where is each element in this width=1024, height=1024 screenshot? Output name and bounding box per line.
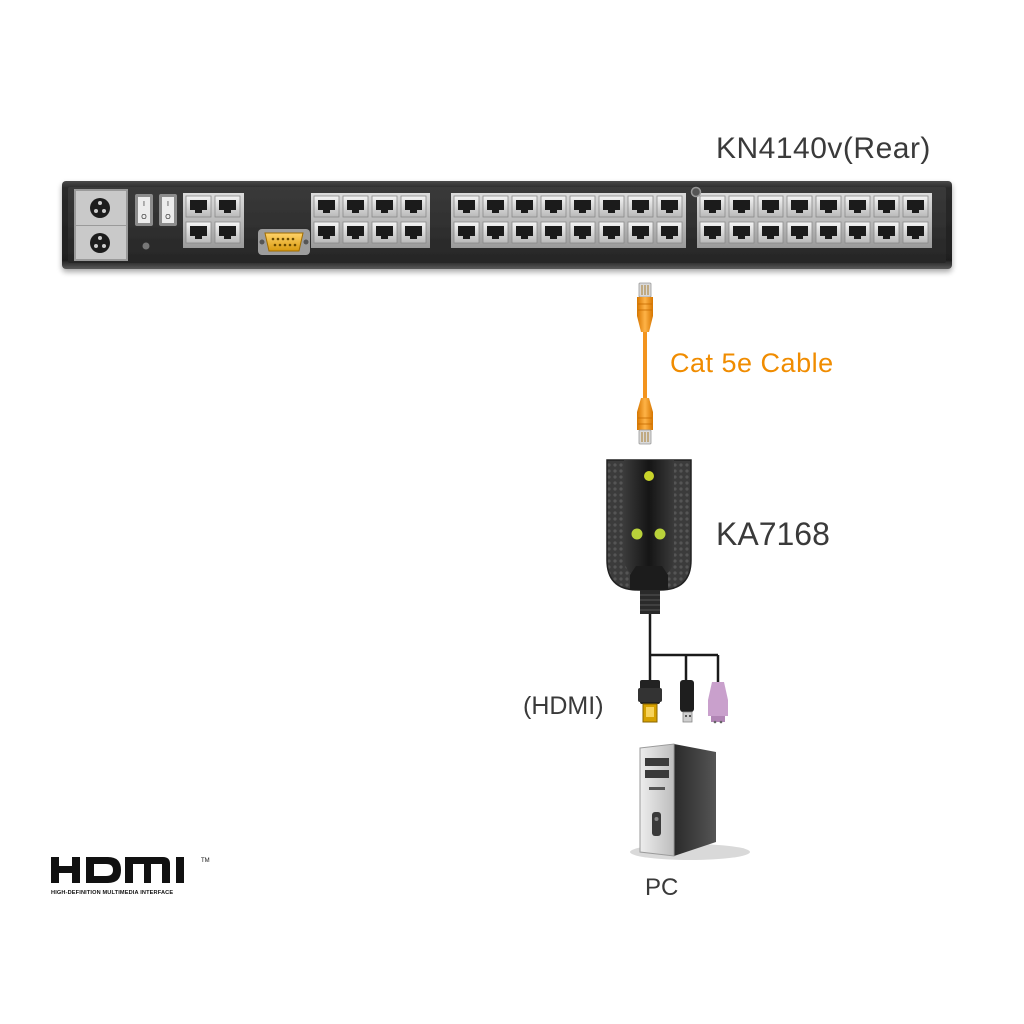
power-inlet-icon bbox=[74, 189, 128, 261]
hdmi-connector-icon bbox=[638, 680, 662, 723]
ps2-connector-icon bbox=[708, 682, 728, 724]
rj45-port-icon bbox=[757, 221, 784, 244]
rj45-port-icon bbox=[540, 221, 567, 244]
hdmi-logo-tagline: HIGH-DEFINITION MULTIMEDIA INTERFACE bbox=[51, 890, 173, 896]
status-led-icon bbox=[631, 528, 643, 540]
rj45-port-icon bbox=[627, 221, 654, 244]
rj45-port-icon bbox=[453, 221, 480, 244]
rj45-port-icon bbox=[656, 221, 683, 244]
rj45-port-icon bbox=[482, 195, 509, 218]
rj45-port-icon bbox=[511, 221, 538, 244]
rj45-connector-icon bbox=[637, 282, 653, 332]
usb-connector-icon bbox=[680, 680, 694, 723]
switch-on-mark: I bbox=[143, 201, 145, 208]
rj45-port-icon bbox=[598, 195, 625, 218]
rj45-port-icon bbox=[214, 221, 241, 244]
rj45-port-icon bbox=[482, 221, 509, 244]
rj45-port-icon bbox=[699, 221, 726, 244]
rj45-port-icon bbox=[902, 195, 929, 218]
rj45-port-icon bbox=[453, 195, 480, 218]
rj45-port-icon bbox=[371, 195, 398, 218]
vga-port-icon bbox=[258, 229, 310, 255]
rj45-port-icon bbox=[728, 221, 755, 244]
hdmi-logo: TM HIGH-DEFINITION MULTIMEDIA INTERFACE bbox=[51, 857, 210, 896]
status-led-icon bbox=[654, 528, 666, 540]
rj45-port-icon bbox=[815, 221, 842, 244]
video-port-label: (HDMI) bbox=[523, 692, 604, 720]
computer-label: PC bbox=[645, 874, 679, 901]
power-switch-icon: I O I O bbox=[135, 194, 177, 250]
rj45-port-icon bbox=[371, 221, 398, 244]
pc-tower-icon bbox=[630, 743, 750, 860]
rj45-port-icon bbox=[786, 221, 813, 244]
rj45-port-icon bbox=[400, 221, 427, 244]
adapter-model-label: KA7168 bbox=[716, 516, 830, 552]
rj45-port-icon bbox=[400, 195, 427, 218]
breakout-cables bbox=[648, 614, 720, 682]
rj45-port-icon bbox=[569, 221, 596, 244]
switch-model-label: KN4140v(Rear) bbox=[716, 132, 931, 165]
rj45-port-icon bbox=[598, 221, 625, 244]
cable-label: Cat 5e Cable bbox=[670, 348, 834, 378]
switch-off-mark: O bbox=[141, 214, 147, 221]
switch-on-mark: I bbox=[167, 201, 169, 208]
rj45-port-icon bbox=[815, 195, 842, 218]
rj45-port-icon bbox=[873, 195, 900, 218]
rj45-port-icon bbox=[342, 195, 369, 218]
rj45-port-icon bbox=[185, 195, 212, 218]
rj45-connector-icon bbox=[637, 398, 653, 445]
rj45-port-icon bbox=[786, 195, 813, 218]
rj45-port-icon bbox=[728, 195, 755, 218]
rj45-port-icon bbox=[540, 195, 567, 218]
rj45-port-icon bbox=[757, 195, 784, 218]
status-led-icon bbox=[644, 471, 654, 481]
rj45-port-icon bbox=[844, 221, 871, 244]
rj45-port-icon bbox=[342, 221, 369, 244]
rj45-port-bank bbox=[183, 193, 932, 248]
screw-icon bbox=[690, 186, 702, 198]
ka7168-adapter bbox=[606, 459, 692, 614]
switch-off-mark: O bbox=[165, 214, 171, 221]
rj45-port-icon bbox=[844, 195, 871, 218]
rj45-port-icon bbox=[313, 195, 340, 218]
rj45-port-icon bbox=[873, 221, 900, 244]
rj45-port-icon bbox=[214, 195, 241, 218]
rj45-port-icon bbox=[627, 195, 654, 218]
rj45-port-icon bbox=[569, 195, 596, 218]
rj45-port-icon bbox=[699, 195, 726, 218]
rj45-port-icon bbox=[511, 195, 538, 218]
cat5e-cable[interactable] bbox=[637, 282, 653, 445]
rj45-port-icon bbox=[902, 221, 929, 244]
rj45-port-icon bbox=[313, 221, 340, 244]
hdmi-logo-trademark: TM bbox=[201, 858, 210, 864]
rj45-port-icon bbox=[656, 195, 683, 218]
rj45-port-icon bbox=[185, 221, 212, 244]
